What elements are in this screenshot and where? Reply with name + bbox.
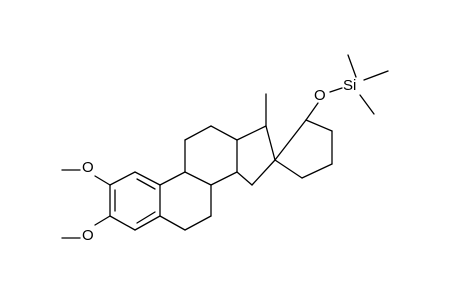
double-bond-inner [136,178,156,190]
ring-b [159,171,212,231]
bond [236,171,253,186]
si-methyl-bond [347,54,357,78]
bond [265,125,276,161]
si-methyl-bond [359,94,375,115]
methoxy-lower-oxygen-label: O [82,227,94,244]
methoxy-lower: O [61,215,111,244]
bond [159,215,186,231]
bond [94,215,111,226]
aromatic-ring-a [109,171,161,231]
methoxy-upper: O [61,159,111,186]
silyl-oxygen-label: O [314,87,326,104]
bond [109,215,136,231]
ring-d [236,125,276,186]
bond [184,215,212,231]
methoxy-upper-oxygen-label: O [82,159,94,176]
ring-c [184,125,238,186]
bond [274,159,303,179]
ring-e [274,119,333,179]
bond [251,159,276,186]
bond [134,171,161,186]
si-methyl-bond [363,70,389,81]
bond [210,125,238,141]
bond [210,171,238,186]
bond [305,119,333,132]
bond [274,119,307,161]
double-bond-inner [136,211,156,224]
bond [159,171,186,186]
bond [301,163,333,179]
bond [109,171,136,186]
bond [184,125,212,141]
bond [94,175,111,186]
bond [236,125,267,141]
bond [134,215,161,231]
bond [329,87,343,93]
bond [305,102,319,121]
bond [184,171,212,186]
silicon-label: Si [343,77,356,94]
trimethylsilyl-ether: O Si [305,54,389,121]
